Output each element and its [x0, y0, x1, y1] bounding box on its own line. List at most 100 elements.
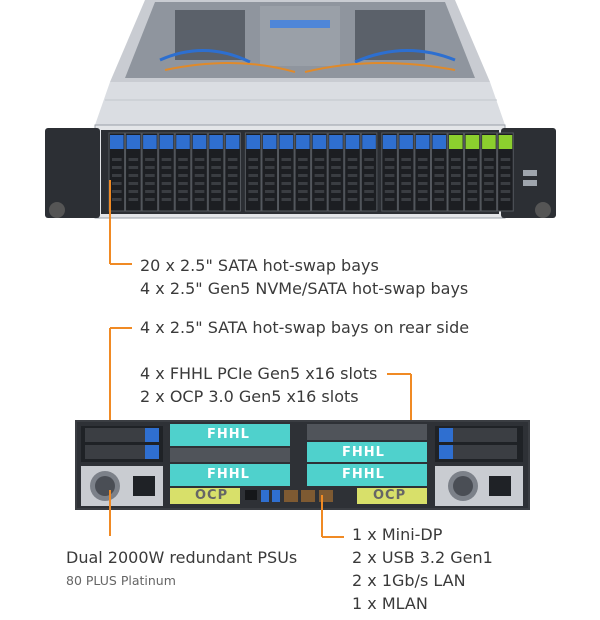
- front-drive-bay-vent: [500, 190, 511, 193]
- pcie-line-2: 2 x OCP 3.0 Gen5 x16 slots: [140, 387, 359, 406]
- front-drive-bay-vent: [347, 182, 358, 185]
- front-drive-bay-vent: [467, 158, 478, 161]
- io-callout-line: [321, 495, 344, 538]
- front-drive-bay-vent: [161, 198, 172, 201]
- front-drive-bay-vent: [264, 198, 275, 201]
- front-drive-bay-vent: [161, 182, 172, 185]
- front-drive-bay-vent: [314, 190, 325, 193]
- front-drive-bay-vent: [484, 158, 494, 161]
- front-drive-bay-latch: [345, 135, 360, 149]
- front-drive-bay-vent: [211, 190, 221, 193]
- front-drive-bay-vent: [331, 166, 341, 169]
- front-drive-bay-latch: [312, 135, 327, 149]
- front-drive-bay-vent: [451, 182, 461, 185]
- front-drive-bay-vent: [112, 182, 122, 185]
- front-bays-line-2: 4 x 2.5" Gen5 NVMe/SATA hot-swap bays: [140, 279, 469, 298]
- fhhl-label-top-right: FHHL: [342, 445, 385, 460]
- front-drive-bay-vent: [484, 198, 494, 201]
- front-drive-bay-vent: [178, 182, 188, 185]
- front-drive-bay-vent: [248, 166, 258, 169]
- front-drive-bay-vent: [227, 158, 238, 161]
- front-drive-bay-vent: [434, 166, 445, 169]
- front-drive-bay-vent: [484, 166, 494, 169]
- fhhl-label-bottom-right: FHHL: [342, 467, 385, 482]
- front-drive-bay-vent: [314, 166, 325, 169]
- front-drive-bay-vent: [227, 174, 238, 177]
- ocp-label-right: OCP: [373, 488, 407, 503]
- front-drive-bay-vent: [417, 166, 428, 169]
- front-drive-bay-vent: [211, 166, 221, 169]
- front-drive-bay-latch: [415, 135, 430, 149]
- front-drive-bay-vent: [467, 190, 478, 193]
- front-drive-bay-vent: [194, 166, 205, 169]
- front-drive-bay-latch: [296, 135, 310, 149]
- front-drive-bay-vent: [364, 190, 374, 193]
- front-drive-bay-vent: [248, 198, 258, 201]
- front-drive-bay-vent: [264, 174, 275, 177]
- front-drive-bay-latch: [192, 135, 207, 149]
- front-drive-bay-vent: [112, 190, 122, 193]
- front-drive-bay-vent: [281, 190, 292, 193]
- front-drive-bay-latch: [362, 135, 376, 149]
- front-drive-bay-latch: [399, 135, 413, 149]
- psu-subtitle: 80 PLUS Platinum: [66, 573, 176, 588]
- front-drive-bay-vent: [384, 174, 395, 177]
- server-front-image: [45, 0, 556, 219]
- front-drive-bay-vent: [194, 190, 205, 193]
- front-drive-bay-vent: [484, 190, 494, 193]
- front-drive-bay-vent: [227, 198, 238, 201]
- front-drive-bay-vent: [434, 198, 445, 201]
- front-drive-bay-vent: [500, 174, 511, 177]
- front-drive-bay-vent: [248, 158, 258, 161]
- front-drive-bay-vent: [384, 166, 395, 169]
- front-drive-bay-vent: [401, 174, 411, 177]
- front-drive-bay-vent: [484, 182, 494, 185]
- front-drive-bay-vent: [298, 166, 308, 169]
- front-drive-bay-vent: [401, 190, 411, 193]
- front-drive-bay-vent: [314, 158, 325, 161]
- front-drive-bay-vent: [331, 190, 341, 193]
- front-drive-bay-latch: [329, 135, 343, 149]
- front-drive-bay-vent: [211, 198, 221, 201]
- front-drive-bay-vent: [178, 190, 188, 193]
- front-drive-bay-vent: [384, 182, 395, 185]
- front-drive-bay-vent: [248, 190, 258, 193]
- front-drive-bay-vent: [178, 158, 188, 161]
- front-drive-bay-latch: [209, 135, 223, 149]
- front-drive-bay-vent: [364, 166, 374, 169]
- front-drive-bay-vent: [434, 182, 445, 185]
- front-drive-bay-vent: [298, 158, 308, 161]
- front-drive-bay-vent: [451, 174, 461, 177]
- front-drive-bay-vent: [112, 158, 122, 161]
- front-bays-line-1: 20 x 2.5" SATA hot-swap bays: [140, 256, 379, 275]
- front-drive-bay-vent: [467, 182, 478, 185]
- front-drive-bay-vent: [128, 174, 139, 177]
- front-drive-bay-vent: [264, 166, 275, 169]
- front-drive-bay-vent: [145, 182, 155, 185]
- front-drive-bay-vent: [281, 158, 292, 161]
- front-drive-bay-latch: [498, 135, 513, 149]
- front-drive-bay-vent: [417, 190, 428, 193]
- front-bays-callout-line: [109, 180, 132, 265]
- front-drive-bay-vent: [500, 166, 511, 169]
- front-drive-bay-latch: [279, 135, 294, 149]
- front-drive-bay-vent: [434, 174, 445, 177]
- front-drive-bay-vent: [384, 190, 395, 193]
- front-drive-bay-vent: [194, 174, 205, 177]
- front-drive-bay-latch: [110, 135, 124, 149]
- front-drive-bay-vent: [281, 198, 292, 201]
- fhhl-label-bottom-left: FHHL: [207, 467, 250, 482]
- front-drive-bay-latch: [449, 135, 463, 149]
- front-drive-bay-vent: [314, 174, 325, 177]
- io-line-1: 1 x Mini-DP: [352, 525, 443, 544]
- front-drive-bay-vent: [161, 158, 172, 161]
- front-drive-bay-latch: [126, 135, 141, 149]
- front-drive-bay-vent: [384, 198, 395, 201]
- front-drive-bay-vent: [161, 190, 172, 193]
- front-drive-bay-vent: [347, 190, 358, 193]
- front-drive-bay-latch: [225, 135, 240, 149]
- front-drive-bay-vent: [178, 174, 188, 177]
- front-drive-bay-vent: [145, 158, 155, 161]
- rear-sata-callout-line: [109, 327, 132, 428]
- front-drive-bay-vent: [347, 198, 358, 201]
